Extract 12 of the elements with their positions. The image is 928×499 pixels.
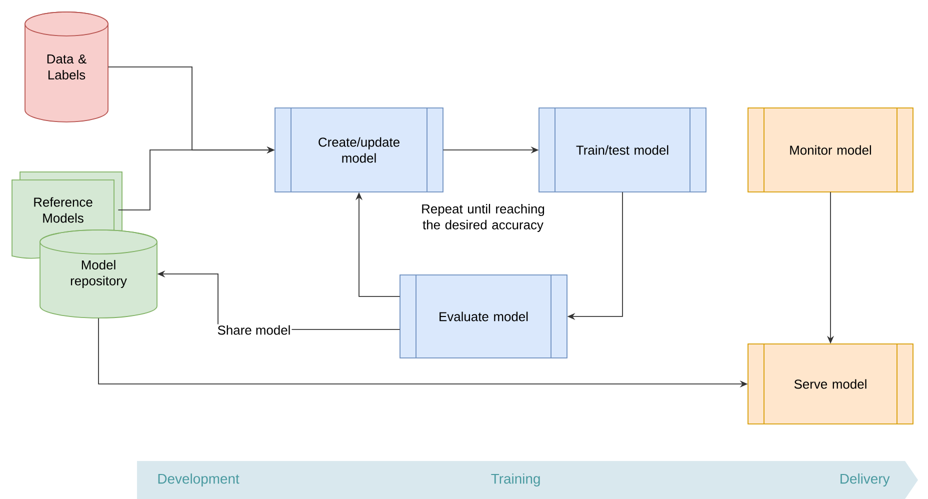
note-text: Repeat until reaching the desired accuracy [422, 204, 544, 232]
database-cylinder: Data & Labels [24, 12, 108, 122]
phase-label: Delivery [840, 473, 890, 486]
process-box: Monitor model [748, 108, 914, 192]
phase-label: Development [158, 473, 240, 486]
process-box: Train/test model [538, 108, 706, 192]
edge-label: Share model [216, 324, 292, 336]
database-cylinder: Model repository [40, 230, 158, 318]
process-box: Serve model [748, 344, 914, 424]
process-box: Create/update model [274, 108, 444, 192]
process-box: Evaluate model [400, 274, 568, 358]
phase-label: Training [491, 473, 540, 486]
